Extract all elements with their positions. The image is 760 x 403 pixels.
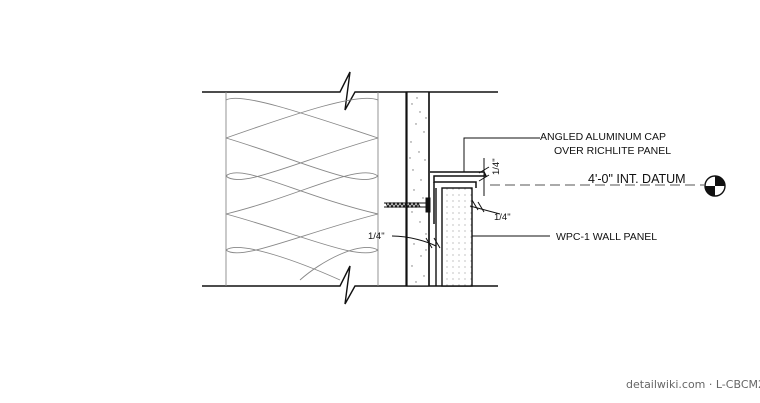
dim-right-label: 1/4" [494, 212, 511, 223]
cap-leader [463, 137, 540, 172]
dim-right-marks [469, 199, 501, 215]
cap-label-line2: OVER RICHLITE PANEL [554, 145, 671, 157]
watermark-text: detailwiki.com · L-CBCM2 [626, 378, 760, 391]
dim-left-marks [391, 235, 441, 249]
dim-top-marks [478, 158, 490, 196]
wall-layers [405, 91, 430, 287]
datum-target-icon [704, 175, 726, 197]
screw-fastener [384, 197, 431, 213]
gypsum-board [406, 91, 430, 287]
wall-boundary-lines [202, 71, 498, 305]
batt-insulation [225, 92, 379, 286]
dim-left-label: 1/4" [368, 231, 385, 242]
datum-label: 4'-0" INT. DATUM [588, 172, 686, 186]
top-break-line [202, 71, 498, 111]
bottom-break-line [202, 265, 498, 305]
panel-label: WPC-1 WALL PANEL [556, 231, 657, 243]
wpc-wall-panel [435, 187, 473, 287]
dim-top-label: 1/4" [491, 158, 502, 175]
gypsum-stipple [409, 97, 427, 283]
cap-label-line1: ANGLED ALUMINUM CAP [540, 131, 666, 143]
